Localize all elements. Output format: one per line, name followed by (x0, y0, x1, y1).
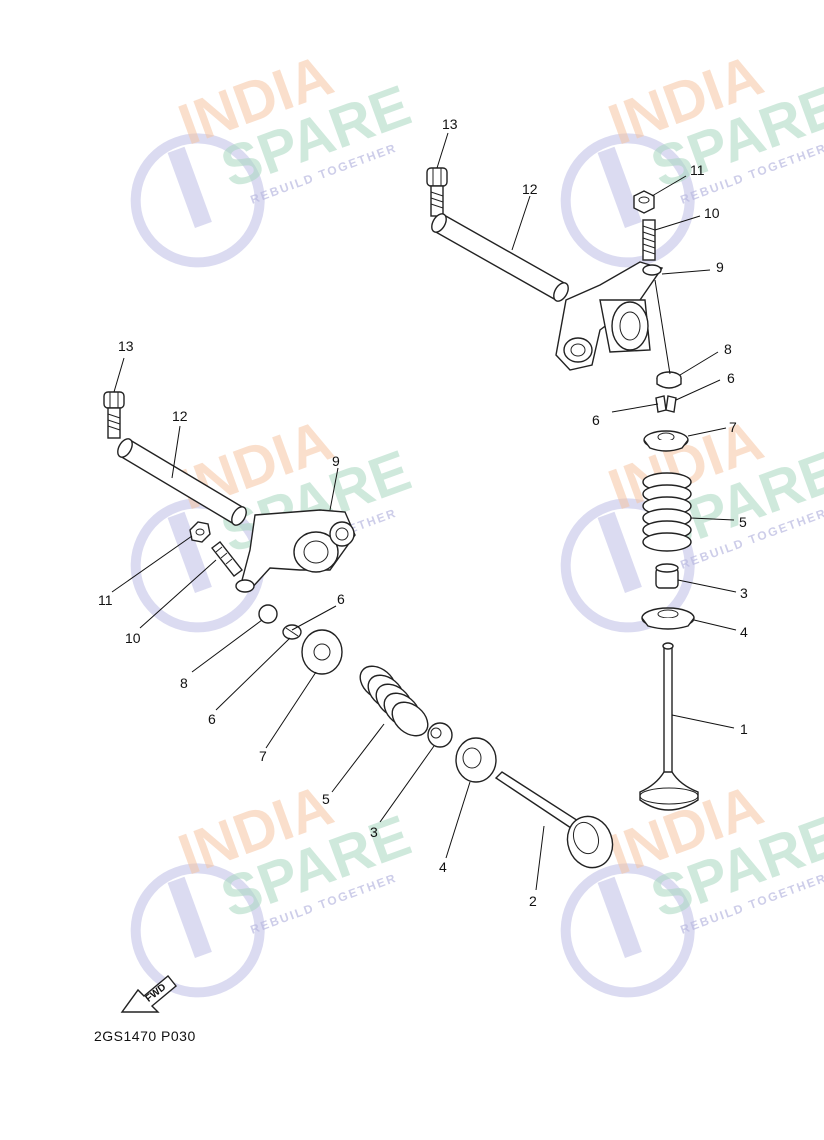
callout-10-right: 10 (704, 205, 720, 221)
callout-6a-left: 6 (337, 591, 345, 607)
callout-2-left: 2 (529, 893, 537, 909)
callout-7-right: 7 (729, 419, 737, 435)
callout-numbers: 13 12 11 10 9 8 6 6 7 5 3 4 1 13 12 9 11… (98, 116, 748, 909)
callout-4-right: 4 (740, 624, 748, 640)
callout-13-right: 13 (442, 116, 458, 132)
callout-4-left: 4 (439, 859, 447, 875)
watermark-bottom-left: INDIA SPARE REBUILD TOGETHER (130, 772, 419, 998)
part-4-seat-left (455, 737, 497, 783)
part-9-rocker-arm-right (555, 261, 664, 371)
leader-lines (111, 132, 737, 891)
callout-1-right: 1 (740, 721, 748, 737)
callout-13-left: 13 (118, 338, 134, 354)
callout-5-left: 5 (322, 791, 330, 807)
callout-12-left: 12 (172, 408, 188, 424)
part-12-shaft-right (431, 213, 569, 302)
part-11-nut-right (633, 190, 655, 214)
callout-11-right: 11 (690, 162, 705, 178)
watermark-top-left: INDIA SPARE REBUILD TOGETHER (130, 42, 419, 268)
part-1-valve-right (639, 642, 699, 811)
part-6-cotters-left (282, 624, 302, 640)
callout-9-left: 9 (332, 453, 340, 469)
callout-8-left: 8 (180, 675, 188, 691)
callout-8-right: 8 (724, 341, 732, 357)
callout-6a-right: 6 (727, 370, 735, 386)
callout-3-right: 3 (740, 585, 748, 601)
part-10-adjuster-right (642, 219, 656, 261)
part-7-retainer-left (301, 629, 343, 675)
part-7-retainer-right (643, 430, 689, 452)
part-11-nut-left (189, 521, 211, 543)
part-13-bolt-left (103, 391, 125, 439)
drawing-code: 2GS1470 P030 (94, 1028, 196, 1044)
part-12-shaft-left (117, 438, 247, 526)
callout-12-right: 12 (522, 181, 538, 197)
part-9-rocker-arm-left (235, 509, 356, 593)
watermark-top-right: INDIA SPARE REBUILD TOGETHER (560, 42, 824, 268)
part-8-cap-left (258, 604, 278, 624)
part-5-spring-right (642, 472, 692, 552)
part-10-adjuster-left (211, 541, 243, 577)
part-2-valve-left (494, 771, 614, 869)
part-3-seal-right (655, 563, 679, 589)
callout-6b-left: 6 (208, 711, 216, 727)
part-3-seal-left (427, 722, 453, 748)
callout-7-left: 7 (259, 748, 267, 764)
callout-11-left: 11 (98, 592, 113, 608)
part-4-seat-right (641, 607, 695, 630)
part-6-cotters-right (655, 395, 677, 413)
callout-6b-right: 6 (592, 412, 600, 428)
callout-10-left: 10 (125, 630, 141, 646)
callout-3-left: 3 (370, 824, 378, 840)
part-13-bolt-right (426, 167, 448, 217)
callout-9-right: 9 (716, 259, 724, 275)
part-5-spring-left (359, 665, 429, 737)
callout-5-right: 5 (739, 514, 747, 530)
fwd-arrow-icon: FWD (120, 975, 177, 1013)
part-8-cap-right (656, 371, 682, 389)
